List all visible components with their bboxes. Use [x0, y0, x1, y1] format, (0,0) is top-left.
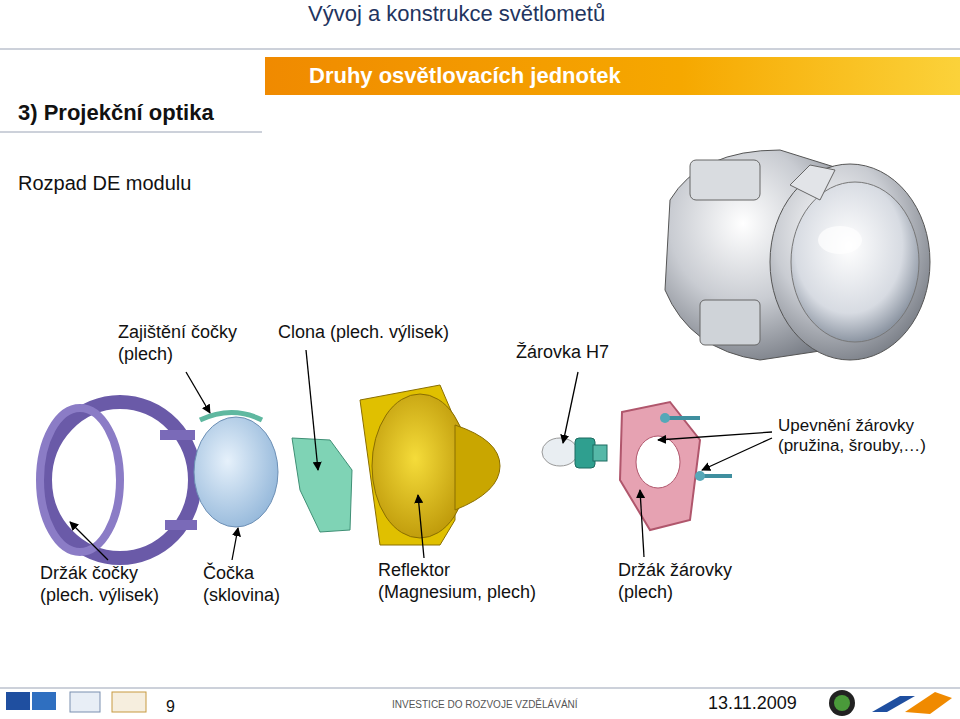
- slide-title: Vývoj a konstrukce světlometů: [308, 1, 605, 27]
- footer-logos: [6, 690, 952, 716]
- section-band: Druhy osvětlovacích jednotek: [265, 57, 960, 95]
- part-label: Zajištění čočky (plech): [118, 322, 253, 365]
- bulb-h7: [542, 438, 607, 468]
- footer-note: INVESTICE DO ROZVOJE VZDĚLÁVÁNÍ: [392, 699, 578, 711]
- part-label: Žárovka H7: [516, 342, 609, 364]
- section-heading: 3) Projekční optika: [18, 100, 214, 126]
- date: 13.11.2009: [708, 693, 797, 715]
- shutter: [292, 438, 352, 532]
- leader-lines: [70, 350, 772, 560]
- assembled-module: [665, 150, 930, 360]
- part-label: Držák žárovky (plech): [618, 560, 758, 603]
- part-label: Clona (plech. výlisek): [278, 322, 449, 344]
- screws: [660, 413, 732, 481]
- lens-holder: [40, 402, 197, 558]
- part-label: Čočka (sklovina): [203, 563, 303, 606]
- part-label: Držák čočky (plech. výlisek): [40, 563, 180, 606]
- page-number: 9: [166, 697, 175, 716]
- part-label: Upevnění žárovky (pružina, šrouby,…): [778, 416, 956, 457]
- lens: [194, 417, 278, 527]
- band-text: Druhy osvětlovacích jednotek: [309, 63, 950, 89]
- part-label: Reflektor (Magnesium, plech): [378, 560, 550, 603]
- subheading: Rozpad DE modulu: [18, 171, 191, 195]
- reflector: [360, 385, 500, 545]
- bulb-holder: [620, 402, 700, 530]
